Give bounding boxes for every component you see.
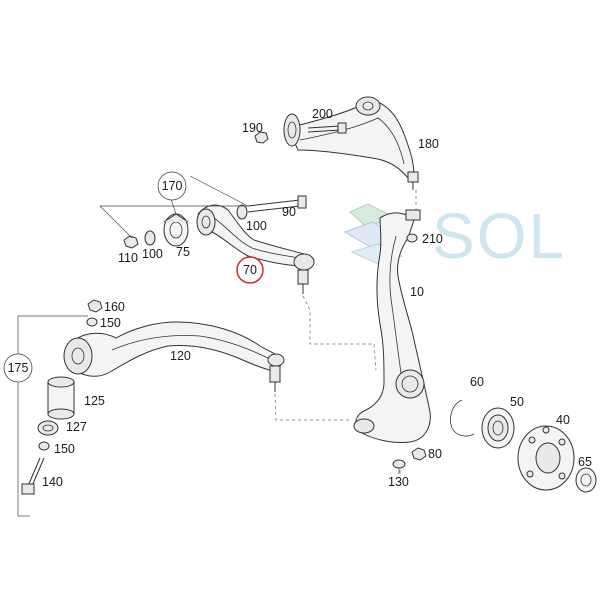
callout-70-highlight: 70: [236, 256, 264, 284]
label-90: 90: [282, 205, 296, 219]
bushing-125: [47, 376, 75, 420]
nut-160: [87, 299, 103, 313]
callout-175: 175: [3, 353, 33, 383]
nut-80: [411, 447, 427, 461]
label-175: 175: [8, 361, 29, 375]
steering-knuckle: [353, 209, 431, 443]
label-100b: 100: [246, 219, 267, 233]
bushing-127: [37, 420, 59, 436]
label-140: 140: [42, 475, 63, 489]
group-170-bracket: [99, 175, 249, 239]
label-160: 160: [104, 300, 125, 314]
label-130: 130: [388, 475, 409, 489]
washer-150a: [86, 317, 98, 327]
label-125: 125: [84, 394, 105, 408]
watermark-text: SOL: [432, 200, 566, 272]
label-75: 75: [176, 245, 190, 259]
dust-cap-65: [575, 467, 597, 493]
wheel-hub-40: [517, 425, 575, 491]
nut-110: [123, 235, 139, 249]
label-40: 40: [556, 413, 570, 427]
wheel-bearing-50: [481, 407, 515, 449]
lower-control-arm: [63, 321, 285, 392]
upper-control-arm: [283, 96, 419, 190]
sol-logo: SOL: [343, 200, 566, 272]
label-65: 65: [578, 455, 592, 469]
bolt-200: [307, 122, 347, 134]
label-210: 210: [422, 232, 443, 246]
label-80: 80: [428, 447, 442, 461]
bushing-75: [163, 213, 189, 247]
label-190: 190: [242, 121, 263, 135]
label-170: 170: [162, 179, 183, 193]
label-150b: 150: [54, 442, 75, 456]
washer-100b: [236, 204, 248, 220]
label-100a: 100: [142, 247, 163, 261]
thrust-arm: [196, 204, 315, 294]
washer-150b: [38, 441, 50, 451]
label-180: 180: [418, 137, 439, 151]
label-10: 10: [410, 285, 424, 299]
callout-170: 170: [157, 171, 187, 201]
label-60: 60: [470, 375, 484, 389]
group-175-bracket: [17, 315, 88, 517]
label-110: 110: [118, 251, 138, 265]
nut-130: [392, 459, 406, 474]
label-200: 200: [312, 107, 333, 121]
nut-190: [254, 131, 269, 144]
assembly-lines: [274, 190, 417, 476]
label-150a: 150: [100, 316, 121, 330]
label-120: 120: [170, 349, 191, 363]
label-127: 127: [66, 420, 87, 434]
label-70: 70: [243, 263, 257, 277]
snap-ring-60: [450, 399, 475, 437]
bolt-140: [21, 457, 45, 495]
washer-100a: [144, 230, 156, 246]
nut-210: [406, 233, 418, 243]
label-50: 50: [510, 395, 524, 409]
bolt-90: [247, 195, 307, 213]
